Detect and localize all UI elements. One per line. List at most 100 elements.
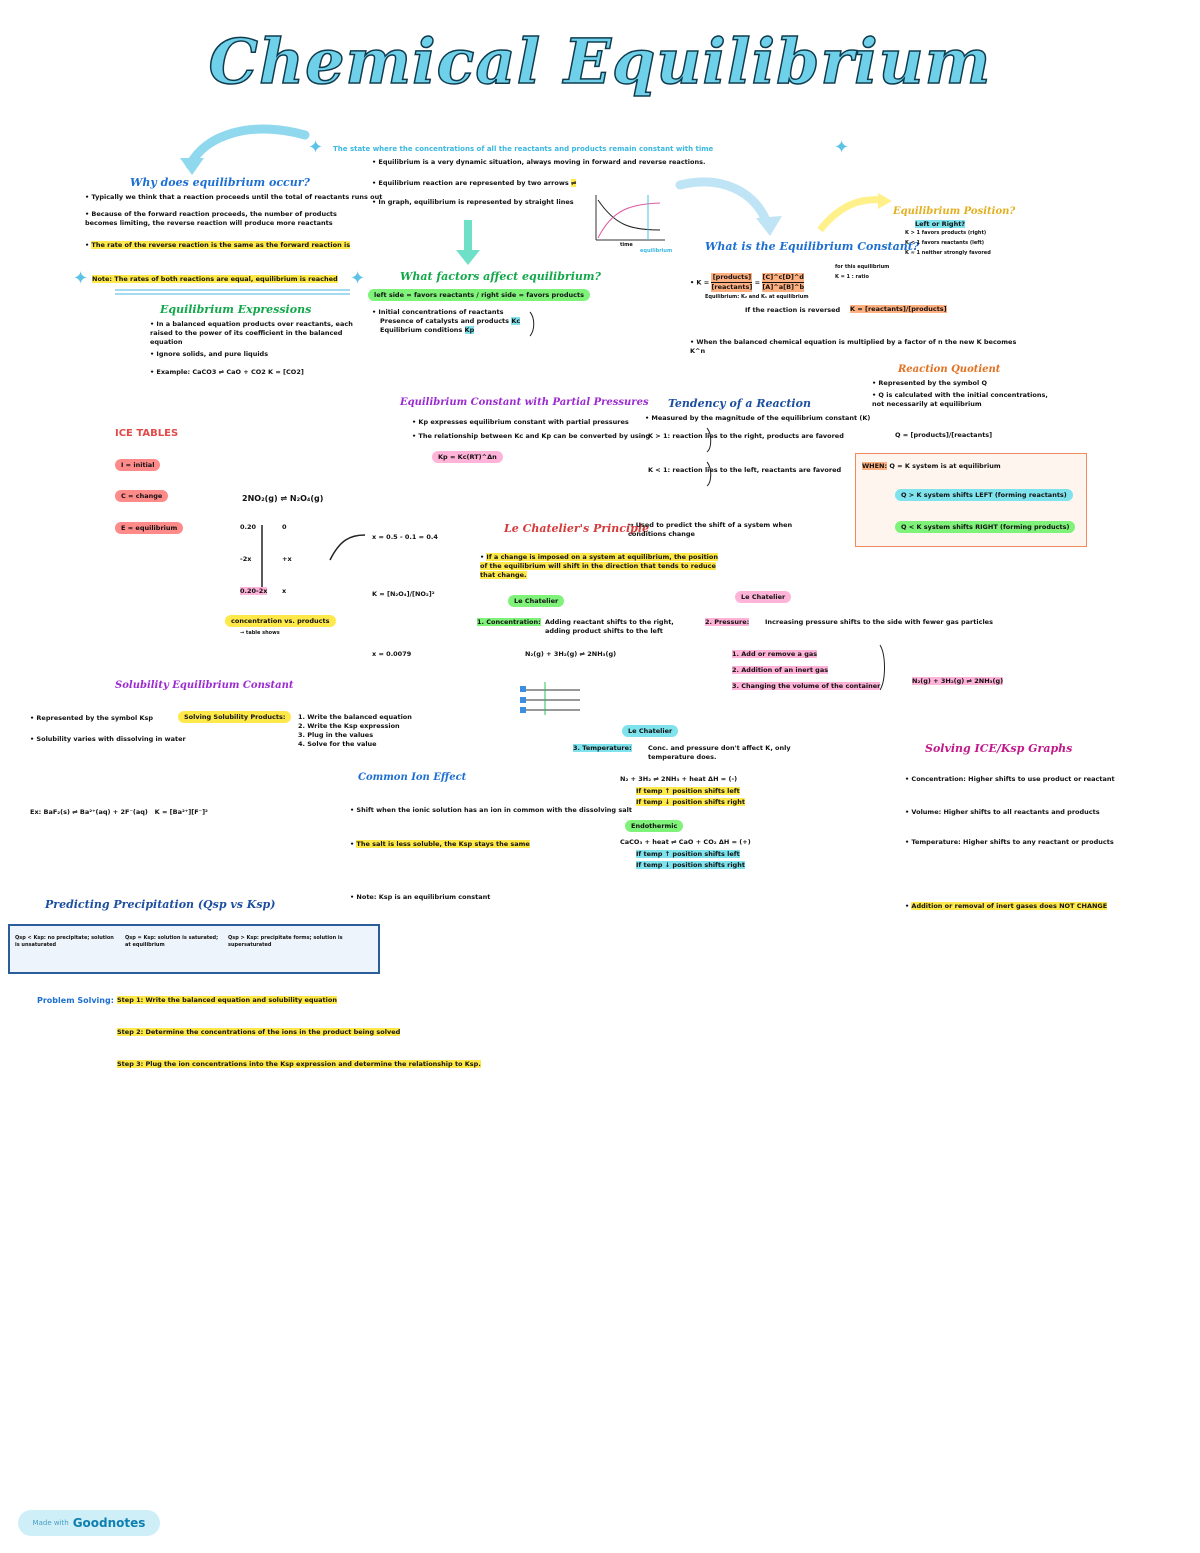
solubility-step-4: 4. Solve for the value [298, 740, 377, 748]
temp-sub-1: If temp ↑ position shifts left [636, 787, 740, 795]
ice-bottom-note: concentration vs. products [225, 615, 336, 627]
temp-badge-endo: Endothermic [625, 820, 684, 832]
ice-col2-1: +x [282, 555, 292, 563]
goodnotes-logo: Goodnotes [72, 1516, 146, 1530]
pressure-graph [520, 682, 580, 715]
solving-bullet-3: • Temperature: Higher shifts to any reac… [905, 838, 1114, 846]
quotient-bullet-2: • Q is calculated with the initial conce… [872, 391, 1048, 408]
lechatelier-badge-1: Le Chatelier [508, 595, 565, 607]
intro-bullet-1: • Equilibrium is a very dynamic situatio… [372, 158, 706, 166]
star-icon: ✦ [834, 137, 850, 158]
intro-bullet-2: • Equilibrium reaction are represented b… [372, 179, 577, 187]
ice-note-3: x = 0.0079 [372, 650, 412, 658]
lechatelier-intro: → Used to predict the shift of a system … [628, 521, 793, 538]
lechatelier-badge-2: Le Chatelier [735, 591, 792, 603]
solubility-bullet-2: • Solubility varies with dissolving in w… [30, 735, 186, 743]
curved-arrow-yellow [817, 196, 883, 233]
conc-label: 1. Concentration: [477, 618, 541, 626]
constant-k-rev: K = [reactants]/[products] [850, 305, 947, 313]
solubility-example: Ex: BaF₂(s) ⇌ Ba²⁺(aq) + 2F⁻(aq) K = [Ba… [30, 808, 208, 816]
ice-col1-2: 0.20-2x [240, 587, 268, 595]
temp-sub-4: If temp ↓ position shifts right [636, 861, 745, 869]
temp-sub-2: If temp ↓ position shifts right [636, 798, 745, 806]
pressure-label: 2. Pressure: [705, 618, 750, 626]
common-ion-heading: Common Ion Effect [358, 772, 467, 783]
graph-note: equilibrium [640, 248, 673, 254]
pressure-text: Increasing pressure shifts to the side w… [765, 618, 993, 626]
graph-xlabel: time [620, 242, 633, 248]
page-title: Chemical Equilibrium [208, 24, 992, 99]
why-bullet-2: • Because of the forward reaction procee… [85, 210, 337, 227]
ice-col2-2: x [282, 587, 287, 595]
quotient-heading: Reaction Quotient [898, 364, 1001, 375]
problem-step-1: Step 1: Write the balanced equation and … [117, 996, 337, 1004]
partial-heading: Equilibrium Constant with Partial Pressu… [400, 397, 649, 408]
solving-bullet-4: • Addition or removal of inert gases doe… [905, 902, 1108, 910]
temp-eq-2: CaCO₃ + heat ⇌ CaO + CO₂ ΔH = (+) [620, 838, 751, 846]
solving-heading: Solving ICE/Ksp Graphs [925, 742, 1073, 755]
lechatelier-badge-3: Le Chatelier [622, 725, 679, 737]
conc-text: Adding reactant shifts to the right, add… [545, 618, 674, 635]
constant-note-c: Equilibrium: K₂ and K₁ at equilibrium [705, 294, 809, 300]
intro-bullet-3: • In graph, equilibrium is represented b… [372, 198, 574, 206]
pressure-step-2: 2. Addition of an inert gas [732, 666, 829, 674]
precipitation-heading: Predicting Precipitation (Qsp vs Ksp) [45, 898, 276, 911]
pressure-eq: N₂(g) + 3H₂(g) ⇌ 2NH₃(g) [912, 677, 1004, 685]
conc-eq: N₂(g) + 3H₂(g) ⇌ 2NH₃(g) [525, 650, 617, 658]
tendency-bullet-2: K > 1: reaction lies to the right, produ… [648, 432, 844, 440]
star-icon: ✦ [350, 268, 366, 289]
factors-bullet-3: Presence of catalysts and products Kc [380, 317, 521, 325]
precipitation-col-1: Qsp < Ksp: no precipitate; solution is u… [15, 935, 114, 948]
expressions-bullet-2: • Ignore solids, and pure liquids [150, 350, 269, 358]
precipitation-col-3: Qsp > Ksp: precipitate forms; solution i… [228, 935, 343, 948]
factors-heading: What factors affect equilibrium? [400, 270, 601, 283]
position-item-3: K ≈ 1 neither strongly favored [905, 250, 991, 256]
ice-col1-0: 0.20 [240, 523, 257, 531]
constant-reverse: If the reaction is reversed [745, 306, 841, 314]
solving-bullet-2: • Volume: Higher shifts to all reactants… [905, 808, 1100, 816]
partial-bullet-1: • Kp expresses equilibrium constant with… [412, 418, 629, 426]
why-bullet-1: • Typically we think that a reaction pro… [85, 193, 383, 201]
lechatelier-heading: Le Chatelier's Principle [504, 522, 650, 535]
solubility-step-1: 1. Write the balanced equation [298, 713, 412, 721]
precipitation-box [8, 924, 380, 974]
solubility-heading: Solubility Equilibrium Constant [115, 680, 294, 691]
temp-text: Conc. and pressure don't affect K, only … [648, 744, 791, 761]
ice-header: 2NO₂(g) ⇌ N₂O₄(g) [242, 494, 324, 503]
common-ion-bullet-1: • Shift when the ionic solution has an i… [350, 806, 632, 814]
why-bullet-3: • The rate of the reverse reaction is th… [85, 241, 351, 249]
constant-note-a: for this equilibrium [835, 264, 890, 270]
position-badge: Left or Right? [915, 220, 966, 228]
position-item-1: K > 1 favors products (right) [905, 230, 987, 236]
curved-arrow-left [185, 124, 310, 170]
expressions-bullet-3: • Example: CaCO3 ⇌ CaO + CO2 K = [CO2] [150, 368, 304, 376]
quotient-bullet-1: • Represented by the symbol Q [872, 379, 988, 387]
definition: The state where the concentrations of al… [333, 145, 714, 153]
constant-note-b: K = 1 : ratio [835, 274, 869, 280]
temp-label: 3. Temperature: [573, 744, 632, 752]
quotient-box-b: Q < K system shifts RIGHT (forming produ… [895, 521, 1076, 533]
pressure-step-1: 1. Add or remove a gas [732, 650, 818, 658]
ice-heading: ICE TABLES [115, 428, 179, 439]
solving-bullet-1: • Concentration: Higher shifts to use pr… [905, 775, 1115, 783]
factors-bullet-4: Equilibrium conditions Kp [380, 326, 475, 334]
solubility-bullet-1: • Represented by the symbol Ksp [30, 714, 154, 722]
tendency-heading: Tendency of a Reaction [668, 397, 811, 410]
ice-row-i: I = initial [115, 459, 161, 471]
partial-formula: Kp = Kc(RT)^Δn [432, 451, 503, 463]
common-ion-bullet-3: • Note: Ksp is an equilibrium constant [350, 893, 491, 901]
ice-col2-0: 0 [282, 523, 287, 531]
why-heading: Why does equilibrium occur? [130, 176, 310, 189]
temp-eq-1: N₂ + 3H₂ ⇌ 2NH₃ + heat ΔH = (-) [620, 775, 738, 783]
tendency-bullet-1: • Measured by the magnitude of the equil… [645, 414, 871, 422]
position-heading: Equilibrium Position? [893, 206, 1016, 217]
ice-col1-1: -2x [240, 555, 252, 563]
solubility-steps-badge: Solving Solubility Products: [178, 711, 292, 723]
ice-row-e: E = equilibrium [115, 522, 184, 534]
problem-label: Problem Solving: [37, 996, 114, 1005]
made-with-label: Made with [32, 1519, 69, 1527]
temp-sub-3: If temp ↑ position shifts left [636, 850, 740, 858]
goodnotes-badge[interactable]: Made with Goodnotes [18, 1510, 160, 1536]
problem-step-2: Step 2: Determine the concentrations of … [117, 1028, 401, 1036]
factors-bullet-2: • Initial concentrations of reactants [372, 308, 504, 316]
